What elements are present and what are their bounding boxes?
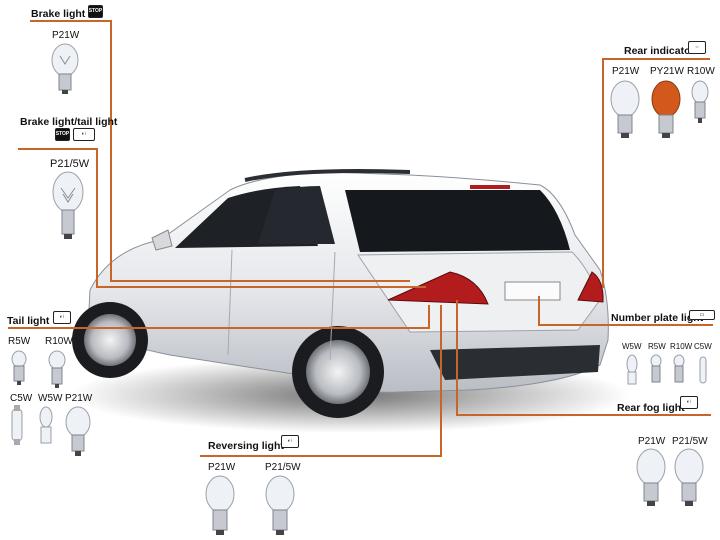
bulb-label: W5W bbox=[622, 342, 642, 351]
number-plate-icon: ▭ bbox=[689, 310, 715, 320]
brake-light-title: Brake light bbox=[31, 8, 86, 20]
leader-line bbox=[96, 148, 98, 288]
bulb-icon bbox=[48, 350, 66, 388]
leader-line bbox=[602, 58, 710, 60]
brake-tail-light-title: Brake light/tail light bbox=[20, 116, 118, 128]
amber-bulb-icon bbox=[651, 80, 681, 138]
number-plate bbox=[504, 281, 561, 301]
bulb-label: W5W bbox=[38, 393, 63, 404]
leader-line bbox=[538, 296, 540, 326]
leader-line bbox=[456, 300, 458, 416]
bulb-icon bbox=[636, 448, 666, 506]
bulb-icon bbox=[11, 405, 23, 445]
bulb-label: P21W bbox=[612, 66, 640, 77]
rear-window bbox=[345, 190, 570, 252]
bulb-icon bbox=[674, 448, 704, 506]
reversing-light-title: Reversing light bbox=[208, 440, 284, 452]
leader-line bbox=[30, 20, 110, 22]
number-plate-light-title: Number plate light bbox=[611, 312, 704, 324]
front-rim bbox=[84, 314, 136, 366]
bulb-label: R10W bbox=[45, 336, 73, 347]
rear-fog-light-title: Rear fog light bbox=[617, 402, 685, 414]
third-brake-light bbox=[470, 185, 510, 189]
rear-side-window bbox=[258, 186, 335, 244]
leader-line bbox=[96, 286, 426, 288]
bulb-icon bbox=[52, 171, 84, 239]
bulb-icon bbox=[699, 356, 707, 384]
bulb-label: R10W bbox=[687, 66, 715, 77]
leader-line bbox=[428, 305, 430, 329]
bulb-label: P21/5W bbox=[50, 158, 90, 170]
bulb-label: C5W bbox=[10, 393, 33, 404]
bulb-label: P21W bbox=[65, 393, 93, 404]
tail-light-icon: ◐⁝ bbox=[73, 128, 95, 141]
bulb-label: PY21W bbox=[650, 66, 684, 77]
bulb-label: C5W bbox=[694, 342, 712, 351]
bulb-label: P21W bbox=[52, 30, 80, 41]
bulb-label: R5W bbox=[8, 336, 31, 347]
bulb-label: P21W bbox=[638, 436, 666, 447]
bulb-label: P21/5W bbox=[672, 436, 708, 447]
fog-light-icon: ◐⁝ bbox=[680, 396, 698, 409]
tail-light-icon: ◐⁝ bbox=[53, 311, 71, 324]
indicator-arrows-icon: ⇔ bbox=[688, 41, 706, 54]
rear-indicator-title: Rear indicator bbox=[624, 45, 695, 57]
bulb-label: R10W bbox=[670, 342, 693, 351]
bulb-icon bbox=[51, 43, 79, 94]
bulb-icon bbox=[65, 406, 91, 456]
bulb-label: P21W bbox=[208, 462, 236, 473]
bulb-icon bbox=[626, 354, 638, 385]
bulb-label: R5W bbox=[648, 342, 666, 351]
bulb-icon bbox=[691, 80, 709, 123]
tail-light-title: Tail light bbox=[7, 315, 50, 327]
stop-icon: STOP bbox=[88, 5, 103, 18]
leader-line bbox=[18, 148, 98, 150]
left-taillight bbox=[387, 271, 489, 305]
leader-line bbox=[602, 58, 604, 288]
bulb-icon bbox=[39, 406, 53, 444]
door-seam-rear bbox=[329, 251, 336, 361]
bulb-icon bbox=[610, 80, 640, 138]
leader-line bbox=[538, 324, 713, 326]
leader-line bbox=[8, 327, 428, 329]
bulb-label: P21/5W bbox=[265, 462, 301, 473]
leader-line bbox=[110, 20, 112, 282]
leader-line bbox=[110, 280, 410, 282]
bulb-icon bbox=[650, 354, 662, 383]
leader-line bbox=[456, 414, 711, 416]
bulb-icon bbox=[673, 354, 685, 383]
right-taillight bbox=[577, 271, 604, 303]
roof-rail bbox=[244, 169, 411, 182]
side-mirror bbox=[151, 229, 173, 251]
stop-icon: STOP bbox=[55, 128, 70, 141]
leader-line bbox=[200, 455, 440, 457]
leader-line bbox=[440, 305, 442, 457]
rear-diffuser bbox=[430, 345, 600, 380]
reversing-light-icon: ◐⁝ bbox=[281, 435, 299, 448]
door-seam-front bbox=[227, 249, 233, 356]
bulb-icon bbox=[11, 350, 27, 385]
bulb-icon bbox=[205, 475, 235, 535]
bulb-icon bbox=[265, 475, 295, 535]
rear-rim bbox=[306, 340, 370, 404]
